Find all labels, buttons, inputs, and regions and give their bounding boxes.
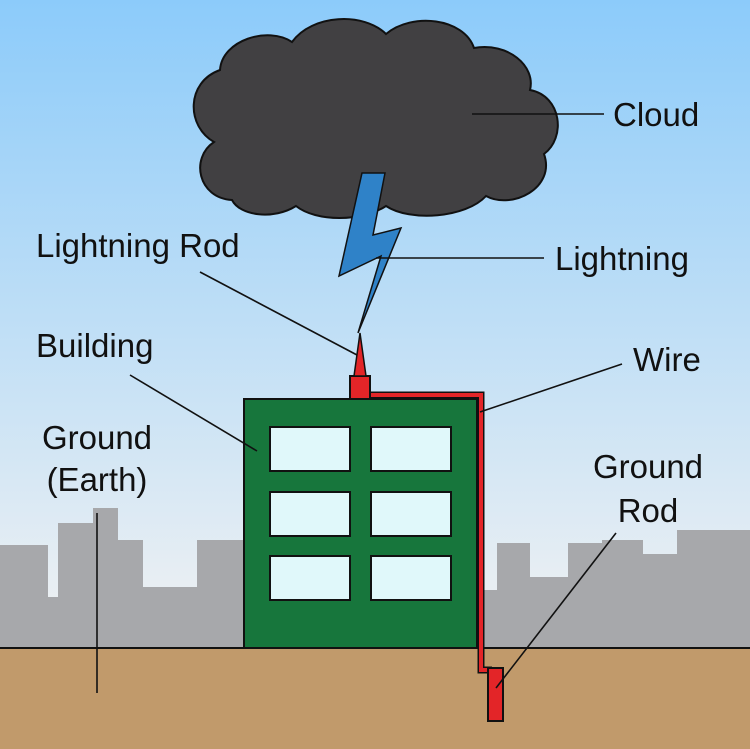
wire-label: Wire (633, 341, 701, 378)
lightning-rod-label: Lightning Rod (36, 227, 240, 264)
building-windows (269, 426, 452, 601)
building-leader-line (129, 374, 258, 452)
ground-earth-label-line1: Ground (41, 419, 153, 456)
ground-rod-leader-line (495, 532, 617, 689)
ground-rod-label-line2: Rod (617, 492, 679, 529)
cloud-icon (192, 18, 559, 219)
ground-rod-label-line1: Ground (592, 448, 704, 485)
ground-earth-label: Ground (Earth) (34, 421, 160, 496)
lightning-rod-base (349, 375, 371, 400)
lightning-label: Lightning (555, 240, 689, 277)
leader-lines (96, 113, 623, 693)
lightning-bolt-icon (337, 172, 403, 334)
building-label: Building (36, 327, 154, 364)
building-window (269, 555, 351, 601)
building-window (269, 491, 351, 537)
building-window (269, 426, 351, 472)
building-window (370, 426, 452, 472)
ground-wire-fill (366, 393, 492, 672)
ground-rod-label: Ground Rod (584, 450, 712, 527)
ground-rod-icon (487, 667, 504, 722)
ground-earth (0, 648, 750, 749)
building-window (370, 491, 452, 537)
cloud-label: Cloud (613, 96, 700, 133)
lightning-rod-leader-line (199, 271, 358, 356)
ground-earth-label-line2: (Earth) (46, 461, 148, 498)
city-skyline (0, 508, 750, 648)
building-window (370, 555, 452, 601)
wire-leader-line (479, 363, 623, 413)
